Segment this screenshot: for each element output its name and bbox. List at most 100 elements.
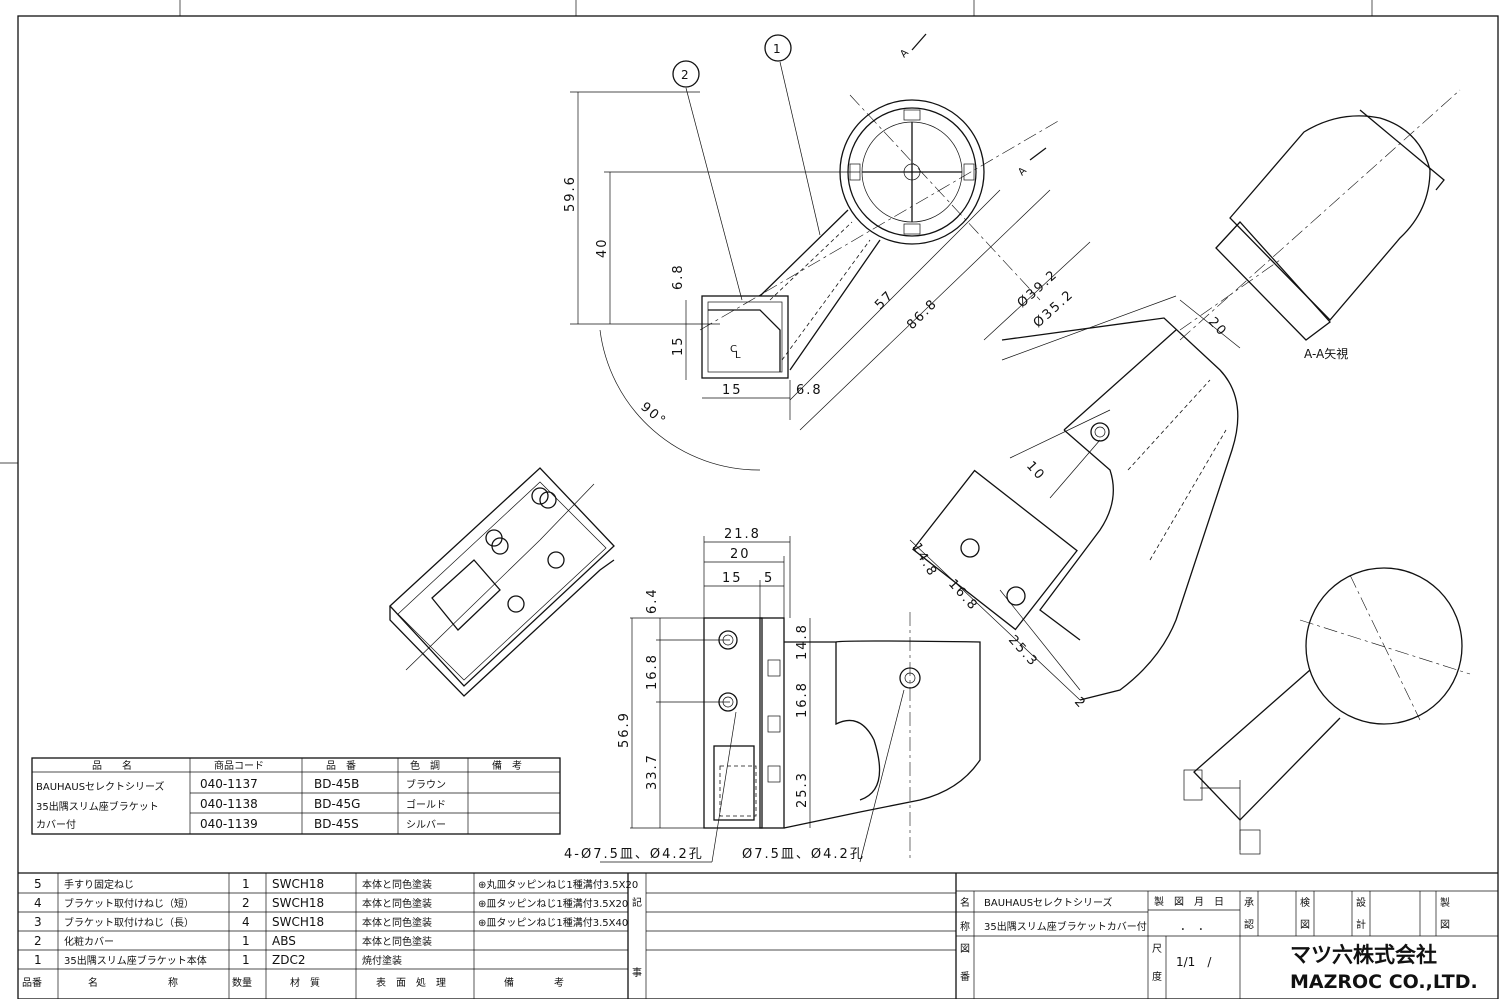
- check-ken: 検: [1300, 896, 1310, 909]
- dim-16-8-c: 16.8: [795, 681, 810, 718]
- title-block-grid: [955, 890, 1498, 999]
- scale-shaku: 尺: [1152, 943, 1162, 955]
- part-qty-5: 1: [242, 877, 250, 891]
- part-note-5: ⊕丸皿タッピンねじ1種溝付3.5X20: [478, 878, 638, 891]
- dim-14-8-b: 14.8: [795, 623, 810, 660]
- part-finish-3: 本体と同色塗装: [362, 916, 432, 929]
- part-material-5: SWCH18: [272, 877, 324, 891]
- product-color-1: ブラウン: [406, 778, 446, 791]
- part-no-3: 3: [34, 915, 42, 929]
- dim-20-right: 20: [1205, 315, 1230, 340]
- part-material-2: ABS: [272, 934, 296, 948]
- drawing-border: [17, 15, 1499, 999]
- callout-2-circle: [672, 60, 700, 88]
- product-name-line-2: 35出隅スリム座ブラケット: [36, 800, 159, 813]
- product-header-name: 品 名: [92, 759, 132, 772]
- part-material-1: ZDC2: [272, 953, 305, 967]
- part-no-5: 5: [34, 877, 42, 891]
- svg-text:L: L: [735, 350, 741, 361]
- title-zu: 図: [960, 943, 970, 955]
- product-code-1: 040-1137: [200, 777, 258, 791]
- remarks-ki: 記: [632, 896, 642, 909]
- design-setsu: 設: [1356, 896, 1366, 909]
- dim-20-front: 20: [730, 547, 751, 562]
- dim-15-h: 15: [722, 383, 743, 398]
- part-qty-1: 1: [242, 953, 250, 967]
- part-name-4: ブラケット取付けねじ（短）: [64, 897, 194, 910]
- part-no-4: 4: [34, 896, 42, 910]
- section-mark-a-2: A: [1016, 165, 1029, 178]
- product-name-line-1: BAUHAUSセレクトシリーズ: [36, 780, 165, 793]
- product-table: [31, 757, 561, 835]
- top-view: C L: [570, 33, 1061, 471]
- hole-note-right: Ø7.5皿、Ø4.2孔: [742, 847, 865, 862]
- part-finish-5: 本体と同色塗装: [362, 878, 432, 891]
- part-material-4: SWCH18: [272, 896, 324, 910]
- view-a-a-label: A-A矢視: [1304, 346, 1348, 361]
- dim-40: 40: [595, 237, 610, 258]
- part-no-2: 2: [34, 934, 42, 948]
- dim-56-9: 56.9: [617, 711, 632, 748]
- dim-33-7: 33.7: [645, 753, 660, 790]
- parts-header-no: 品番: [22, 977, 42, 989]
- bottom-right-view: [1183, 567, 1471, 855]
- parts-header-finish: 表 面 処 理: [376, 976, 446, 989]
- company-name-en: MAZROC CO.,LTD.: [1290, 971, 1478, 993]
- callout-2: 2: [681, 68, 689, 82]
- dim-15-front: 15: [722, 571, 743, 586]
- design-kei: 計: [1356, 918, 1366, 931]
- drawing-title-line-1: BAUHAUSセレクトシリーズ: [984, 896, 1113, 909]
- front-view: [600, 536, 981, 863]
- view-a-a: [1179, 89, 1461, 341]
- product-header-part: 品 番: [326, 760, 356, 772]
- svg-text:C: C: [730, 344, 737, 355]
- scale-value: 1/1 /: [1176, 955, 1212, 969]
- hole-note-left: 4-Ø7.5皿、Ø4.2孔: [564, 847, 704, 862]
- title-mei: 名: [960, 896, 970, 909]
- iso-plate-view: [389, 467, 615, 697]
- dim-6-8-a: 6.8: [671, 263, 686, 290]
- dim-25-3-a: 25.3: [1005, 633, 1041, 670]
- dim-2: 2: [1071, 695, 1089, 713]
- dim-10: 10: [1023, 459, 1048, 484]
- title-sho: 称: [960, 920, 970, 933]
- part-qty-3: 4: [242, 915, 250, 929]
- part-finish-4: 本体と同色塗装: [362, 897, 432, 910]
- section-mark-a-1: A: [898, 47, 911, 60]
- remarks-ji: 事: [632, 966, 642, 979]
- dim-angle-90: 90°: [637, 400, 669, 430]
- product-part-3: BD-45S: [314, 817, 359, 831]
- approval-sho: 承: [1244, 897, 1254, 909]
- product-code-3: 040-1139: [200, 817, 258, 831]
- title-ban: 番: [960, 971, 970, 983]
- dim-86-8: 86.8: [904, 296, 941, 333]
- date-label: 製 図 月 日: [1154, 895, 1224, 908]
- dim-21-8: 21.8: [724, 527, 761, 542]
- right-side-view: [909, 241, 1281, 701]
- dim-6-8-b: 6.8: [796, 383, 823, 398]
- product-header-color: 色 調: [410, 759, 440, 772]
- approval-nin: 認: [1244, 918, 1254, 931]
- dim-16-8-a: 16.8: [945, 577, 981, 614]
- dim-25-3-b: 25.3: [795, 771, 810, 808]
- callout-1-circle: [764, 34, 792, 62]
- scale-do: 度: [1152, 970, 1162, 983]
- product-header-code: 商品コード: [214, 759, 264, 772]
- part-qty-2: 1: [242, 934, 250, 948]
- product-header-note: 備 考: [492, 759, 522, 772]
- dim-5: 5: [764, 571, 774, 586]
- parts-header-qty: 数量: [232, 976, 252, 989]
- parts-header-name: 名 称: [88, 976, 178, 989]
- draft-zu: 図: [1440, 919, 1450, 931]
- dim-6-4: 6.4: [645, 587, 660, 614]
- part-finish-2: 本体と同色塗装: [362, 935, 432, 948]
- part-note-4: ⊕皿タッピンねじ1種溝付3.5X20: [478, 897, 628, 910]
- part-no-1: 1: [34, 953, 42, 967]
- part-name-3: ブラケット取付けねじ（長）: [64, 916, 194, 929]
- part-qty-4: 2: [242, 896, 250, 910]
- parts-header-note: 備 考: [504, 976, 564, 989]
- part-name-2: 化粧カバー: [64, 935, 114, 948]
- drawing-title-line-2: 35出隅スリム座ブラケットカバー付: [984, 920, 1147, 933]
- dim-57: 57: [872, 288, 897, 313]
